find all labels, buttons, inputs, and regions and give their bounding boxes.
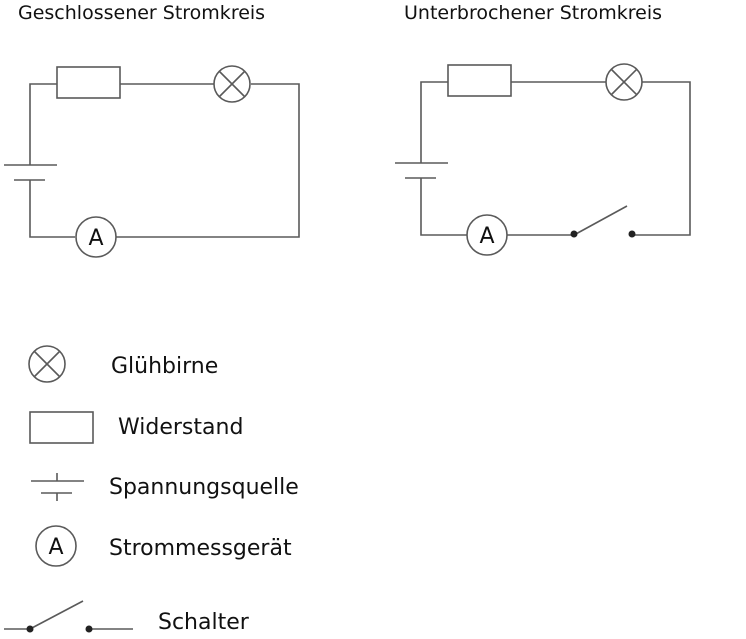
open-wire-right <box>632 81 691 236</box>
open-voltage-source-icon <box>395 162 448 179</box>
legend-switch-icon <box>4 600 133 633</box>
legend-ammeter-icon: A <box>35 525 77 567</box>
legend-voltage-source-icon <box>31 473 84 501</box>
legend: Glühbirne Widerstand Spannungsquelle A S… <box>4 345 299 635</box>
closed-circuit-title: Geschlossener Stromkreis <box>18 2 265 24</box>
closed-wire-bottom-left <box>29 180 75 238</box>
open-ammeter-label: A <box>479 224 494 249</box>
open-ammeter-icon: A <box>466 214 508 256</box>
legend-resistor-icon <box>29 411 94 444</box>
legend-ammeter-label: A <box>48 535 63 560</box>
legend-lamp-icon <box>28 345 66 383</box>
open-circuit: Unterbrochener Stromkreis A <box>395 2 691 256</box>
legend-label-lamp: Glühbirne <box>111 354 218 379</box>
closed-circuit: Geschlossener Stromkreis A <box>4 2 300 258</box>
closed-voltage-source-icon <box>4 164 57 181</box>
closed-ammeter-label: A <box>88 226 103 251</box>
open-lamp-icon <box>605 63 643 101</box>
closed-resistor-icon <box>56 66 121 99</box>
closed-wire-right <box>116 83 300 238</box>
open-wire-bottom-left <box>420 178 467 236</box>
open-resistor-icon <box>447 64 512 97</box>
legend-label-resistor: Widerstand <box>118 415 243 440</box>
open-circuit-title: Unterbrochener Stromkreis <box>404 2 662 24</box>
legend-label-voltage-source: Spannungsquelle <box>109 475 299 500</box>
closed-ammeter-icon: A <box>75 216 117 258</box>
legend-label-switch: Schalter <box>158 610 250 635</box>
legend-label-ammeter: Strommessgerät <box>109 536 292 561</box>
closed-lamp-icon <box>213 65 251 103</box>
open-wire-top-left <box>420 81 448 163</box>
closed-wire-top-left <box>29 83 57 165</box>
open-switch-icon <box>570 205 636 238</box>
